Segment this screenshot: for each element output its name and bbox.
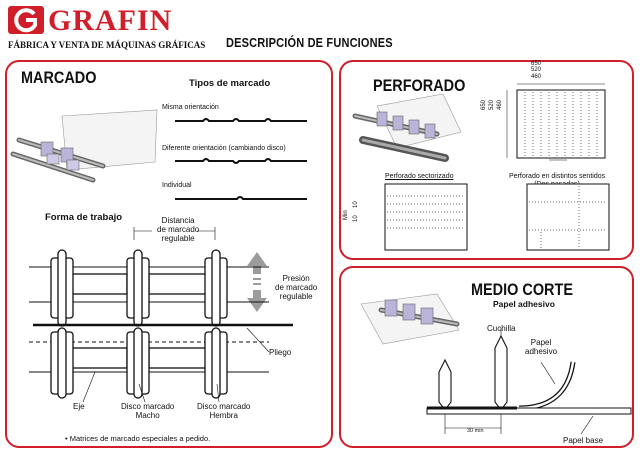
medio-corte-title: MEDIO CORTE: [471, 280, 573, 299]
marcado-panel: MARCADO Tipos de marcado Misma orientaci…: [5, 60, 333, 448]
top-dimensions: 650 520 460: [531, 61, 541, 80]
marcado-title: MARCADO: [21, 68, 97, 87]
type-individual-label: Individual: [162, 182, 192, 189]
sectorized-perforation-diagram: [384, 183, 468, 251]
sectorized-label: Perforado sectorizado: [385, 173, 454, 180]
medio-corte-illustration: [360, 293, 632, 435]
type-same-orientation-label: Misma orientación: [162, 104, 219, 111]
different-orientation-line: [175, 158, 307, 164]
base-paper-label: Papel base: [563, 436, 604, 445]
brand-name: GRAFIN: [48, 4, 173, 37]
individual-line: [175, 196, 307, 200]
marking-rollers-sketch: [10, 109, 158, 183]
knife-blades: [438, 334, 508, 411]
male-disc-label: Disco marcado Macho: [121, 402, 175, 421]
perforating-rollers-sketch: [352, 93, 462, 162]
two-pass-perforation-diagram: [526, 183, 610, 251]
distance-label: Distancia de marcado regulable: [157, 216, 200, 244]
base-paper-strip: [426, 406, 632, 415]
perforado-panel: PERFORADO 650 520 460 650 520 460 40 Per…: [339, 60, 634, 260]
medio-corte-panel: MEDIO CORTE Papel adhesivo Cuchilla Pape…: [339, 266, 634, 448]
same-orientation-line: [175, 118, 307, 122]
perforado-illustration: [352, 83, 610, 251]
adhesive-paper-label: Papel adhesivo: [525, 338, 558, 357]
min-distance-label: 30 min: [467, 428, 484, 434]
shaft-label: Eje: [73, 402, 85, 411]
sheet-label: Pliego: [269, 348, 292, 357]
brand-tagline: FÁBRICA Y VENTA DE MÁQUINAS GRÁFICAS: [8, 40, 206, 50]
work-mode-title: Forma de trabajo: [45, 212, 123, 223]
pressure-label: Presión de marcado regulable: [275, 274, 318, 302]
perforated-sheet-diagram: [506, 83, 606, 161]
perforado-title: PERFORADO: [373, 76, 466, 95]
half-cut-rollers-sketch: [360, 293, 460, 345]
pressure-arrows: [247, 252, 267, 312]
medio-corte-subtitle: Papel adhesivo: [493, 299, 555, 309]
grafin-g-icon: [8, 6, 44, 34]
upper-shaft-assembly: [29, 249, 269, 327]
top-dim-650: 650: [531, 61, 542, 67]
marking-types-title: Tipos de marcado: [189, 78, 271, 89]
page-title: DESCRIPCIÓN DE FUNCIONES: [226, 36, 393, 50]
marcado-illustration: [10, 109, 307, 403]
female-disc-label: Disco marcado Hembra: [197, 402, 251, 421]
special-matrices-footnote: • Matrices de marcado especiales a pedid…: [65, 434, 211, 443]
type-different-orientation-label: Diferente orientación (cambiando disco): [162, 145, 286, 152]
grafin-logo: GRAFIN FÁBRICA Y VENTA DE MÁQUINAS GRÁFI…: [8, 4, 208, 54]
top-dim-520: 520: [531, 67, 542, 74]
top-dim-460: 460: [531, 73, 542, 80]
lower-shaft-assembly: [29, 327, 269, 399]
